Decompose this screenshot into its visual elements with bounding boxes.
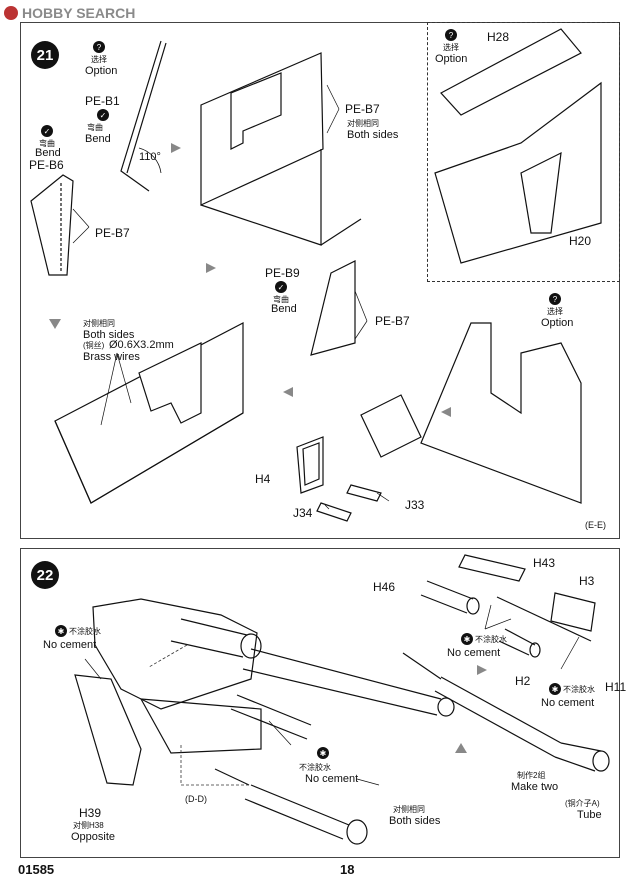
option-zh-label: 选择 xyxy=(443,43,459,52)
part-h28: H28 xyxy=(487,30,510,44)
option-label: Option xyxy=(541,317,574,329)
part-h2: H2 xyxy=(515,674,531,688)
bend-label: Bend xyxy=(35,147,61,159)
no-cement-icon: ✱ xyxy=(55,625,67,637)
no-cement-zh-label: 不涂胶水 xyxy=(299,763,331,772)
no-cement-zh-label: 不涂胶水 xyxy=(69,627,101,636)
part-pe-b7: PE-B7 xyxy=(375,314,410,328)
bend-label: Bend xyxy=(85,133,111,145)
brass-wires-label: Brass wires xyxy=(83,351,140,363)
part-h3: H3 xyxy=(579,574,595,588)
part-h4: H4 xyxy=(255,472,271,486)
bend-zh-label: 弯曲 xyxy=(273,295,289,304)
option-zh-label: 选择 xyxy=(547,307,563,316)
part-pe-b1: PE-B1 xyxy=(85,94,120,108)
both-sides-label: Both sides xyxy=(83,329,135,341)
bend-icon: ✓ xyxy=(97,109,109,121)
part-pe-b6: PE-B6 xyxy=(29,158,64,172)
no-cement-zh-label: 不涂胶水 xyxy=(475,635,507,644)
step-number-22: 22 xyxy=(31,561,59,589)
option-icon: ? xyxy=(93,41,105,53)
opposite-zh-label: 对侧H38 xyxy=(73,821,104,830)
bend-label: Bend xyxy=(271,303,297,315)
bend-zh-label: 弯曲 xyxy=(39,139,55,148)
part-h43: H43 xyxy=(533,556,556,570)
part-h11: H11 xyxy=(605,680,627,694)
part-h39: H39 xyxy=(79,806,102,820)
section-ee-label: (E-E) xyxy=(585,520,606,530)
step-21-panel: 21 xyxy=(20,22,620,539)
both-sides-label: Both sides xyxy=(347,129,399,141)
option-dashed-box xyxy=(427,22,620,282)
no-cement-label: No cement xyxy=(305,773,359,785)
option-zh-label: 选择 xyxy=(91,55,107,64)
no-cement-icon: ✱ xyxy=(461,633,473,645)
no-cement-icon: ✱ xyxy=(549,683,561,695)
both-sides-zh-label: 对侧相同 xyxy=(83,319,115,328)
opposite-label: Opposite xyxy=(71,831,116,843)
bend-icon: ✓ xyxy=(275,281,287,293)
part-h20: H20 xyxy=(569,234,592,248)
no-cement-label: No cement xyxy=(43,639,97,651)
option-label: Option xyxy=(435,53,468,65)
hobbysearch-watermark: HOBBY SEARCH xyxy=(4,4,135,22)
bend-icon: ✓ xyxy=(41,125,53,137)
no-cement-label: No cement xyxy=(447,647,501,659)
option-icon: ? xyxy=(445,29,457,41)
brass-size-label: Ø0.6X3.2mm xyxy=(109,339,174,351)
part-pe-b7: PE-B7 xyxy=(345,102,380,116)
step-number-21: 21 xyxy=(31,41,59,69)
part-h46: H46 xyxy=(373,580,396,594)
step-22-panel: 22 xyxy=(20,548,626,858)
make-two-zh-label: 制作2组 xyxy=(517,771,546,780)
part-j34: J34 xyxy=(293,506,313,520)
option-label: Option xyxy=(85,65,118,77)
part-j33: J33 xyxy=(405,498,425,512)
section-dd-label: (D-D) xyxy=(185,794,207,804)
page-number: 18 xyxy=(340,862,355,877)
step-21-illustration xyxy=(30,28,602,522)
no-cement-zh-label: 不涂胶水 xyxy=(563,685,595,694)
watermark-text: HOBBY SEARCH xyxy=(22,5,136,21)
tube-label: Tube xyxy=(577,809,602,821)
option-icon: ? xyxy=(549,293,561,305)
make-two-label: Make two xyxy=(511,781,559,793)
bend-zh-label: 弯曲 xyxy=(87,123,103,132)
product-code: 01585 xyxy=(18,862,55,877)
both-sides-label: Both sides xyxy=(389,815,441,827)
part-pe-b7: PE-B7 xyxy=(95,226,130,240)
angle-label: 110° xyxy=(139,151,161,163)
both-sides-zh-label: 对侧相同 xyxy=(347,119,379,128)
brass-zh-label: (铜丝) xyxy=(83,341,105,350)
hobbysearch-logo-icon xyxy=(4,6,18,20)
part-pe-b9: PE-B9 xyxy=(265,266,300,280)
both-sides-zh-label: 对侧相同 xyxy=(393,805,425,814)
step-22-illustration xyxy=(74,554,610,845)
tube-zh-label: (铜介子A) xyxy=(565,799,600,808)
no-cement-label: No cement xyxy=(541,697,595,709)
no-cement-icon: ✱ xyxy=(317,747,329,759)
